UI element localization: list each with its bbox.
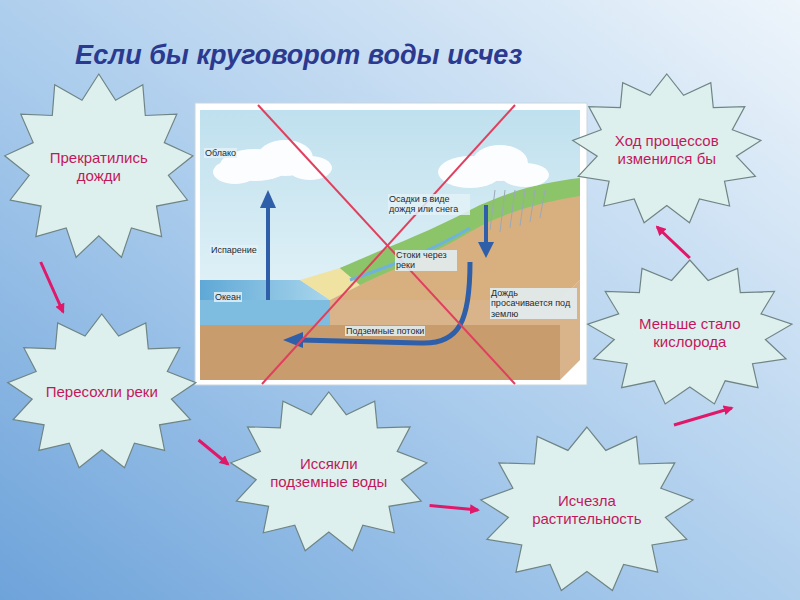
node-text: Пересохли реки	[42, 383, 162, 401]
node-text: Прекратились дожди	[39, 149, 159, 185]
illustration-label: Дождь просачивается под землю	[490, 288, 577, 319]
flow-arrow	[674, 408, 732, 425]
star-node: Прекратились дожди	[2, 72, 196, 262]
node-text: Исчезла растительность	[519, 492, 654, 528]
node-text: Ход процессов изменился бы	[607, 132, 727, 168]
illustration-label: Осадки в виде дождя или снега	[388, 194, 470, 215]
flow-arrow	[199, 440, 228, 464]
illustration-label: Облако	[204, 148, 237, 158]
illustration-label: Подземные потоки	[345, 326, 425, 336]
diagram-title: Если бы круговорот воды исчез	[75, 40, 522, 71]
star-node: Исчезла растительность	[478, 425, 696, 595]
star-node: Иссякли подземные воды	[228, 390, 430, 555]
star-node: Меньше стало кислорода	[585, 258, 795, 408]
illustration-label: Испарение	[210, 245, 258, 255]
node-text: Иссякли подземные воды	[266, 455, 391, 491]
star-node: Пересохли реки	[5, 312, 199, 472]
illustration-label: Океан	[214, 292, 242, 302]
flow-arrow	[41, 262, 63, 312]
node-text: Меньше стало кислорода	[625, 315, 755, 351]
flow-arrow	[657, 227, 690, 258]
flow-arrow	[430, 506, 478, 511]
star-node: Ход процессов изменился бы	[570, 72, 764, 227]
illustration-label: Стоки через реки	[395, 250, 457, 271]
